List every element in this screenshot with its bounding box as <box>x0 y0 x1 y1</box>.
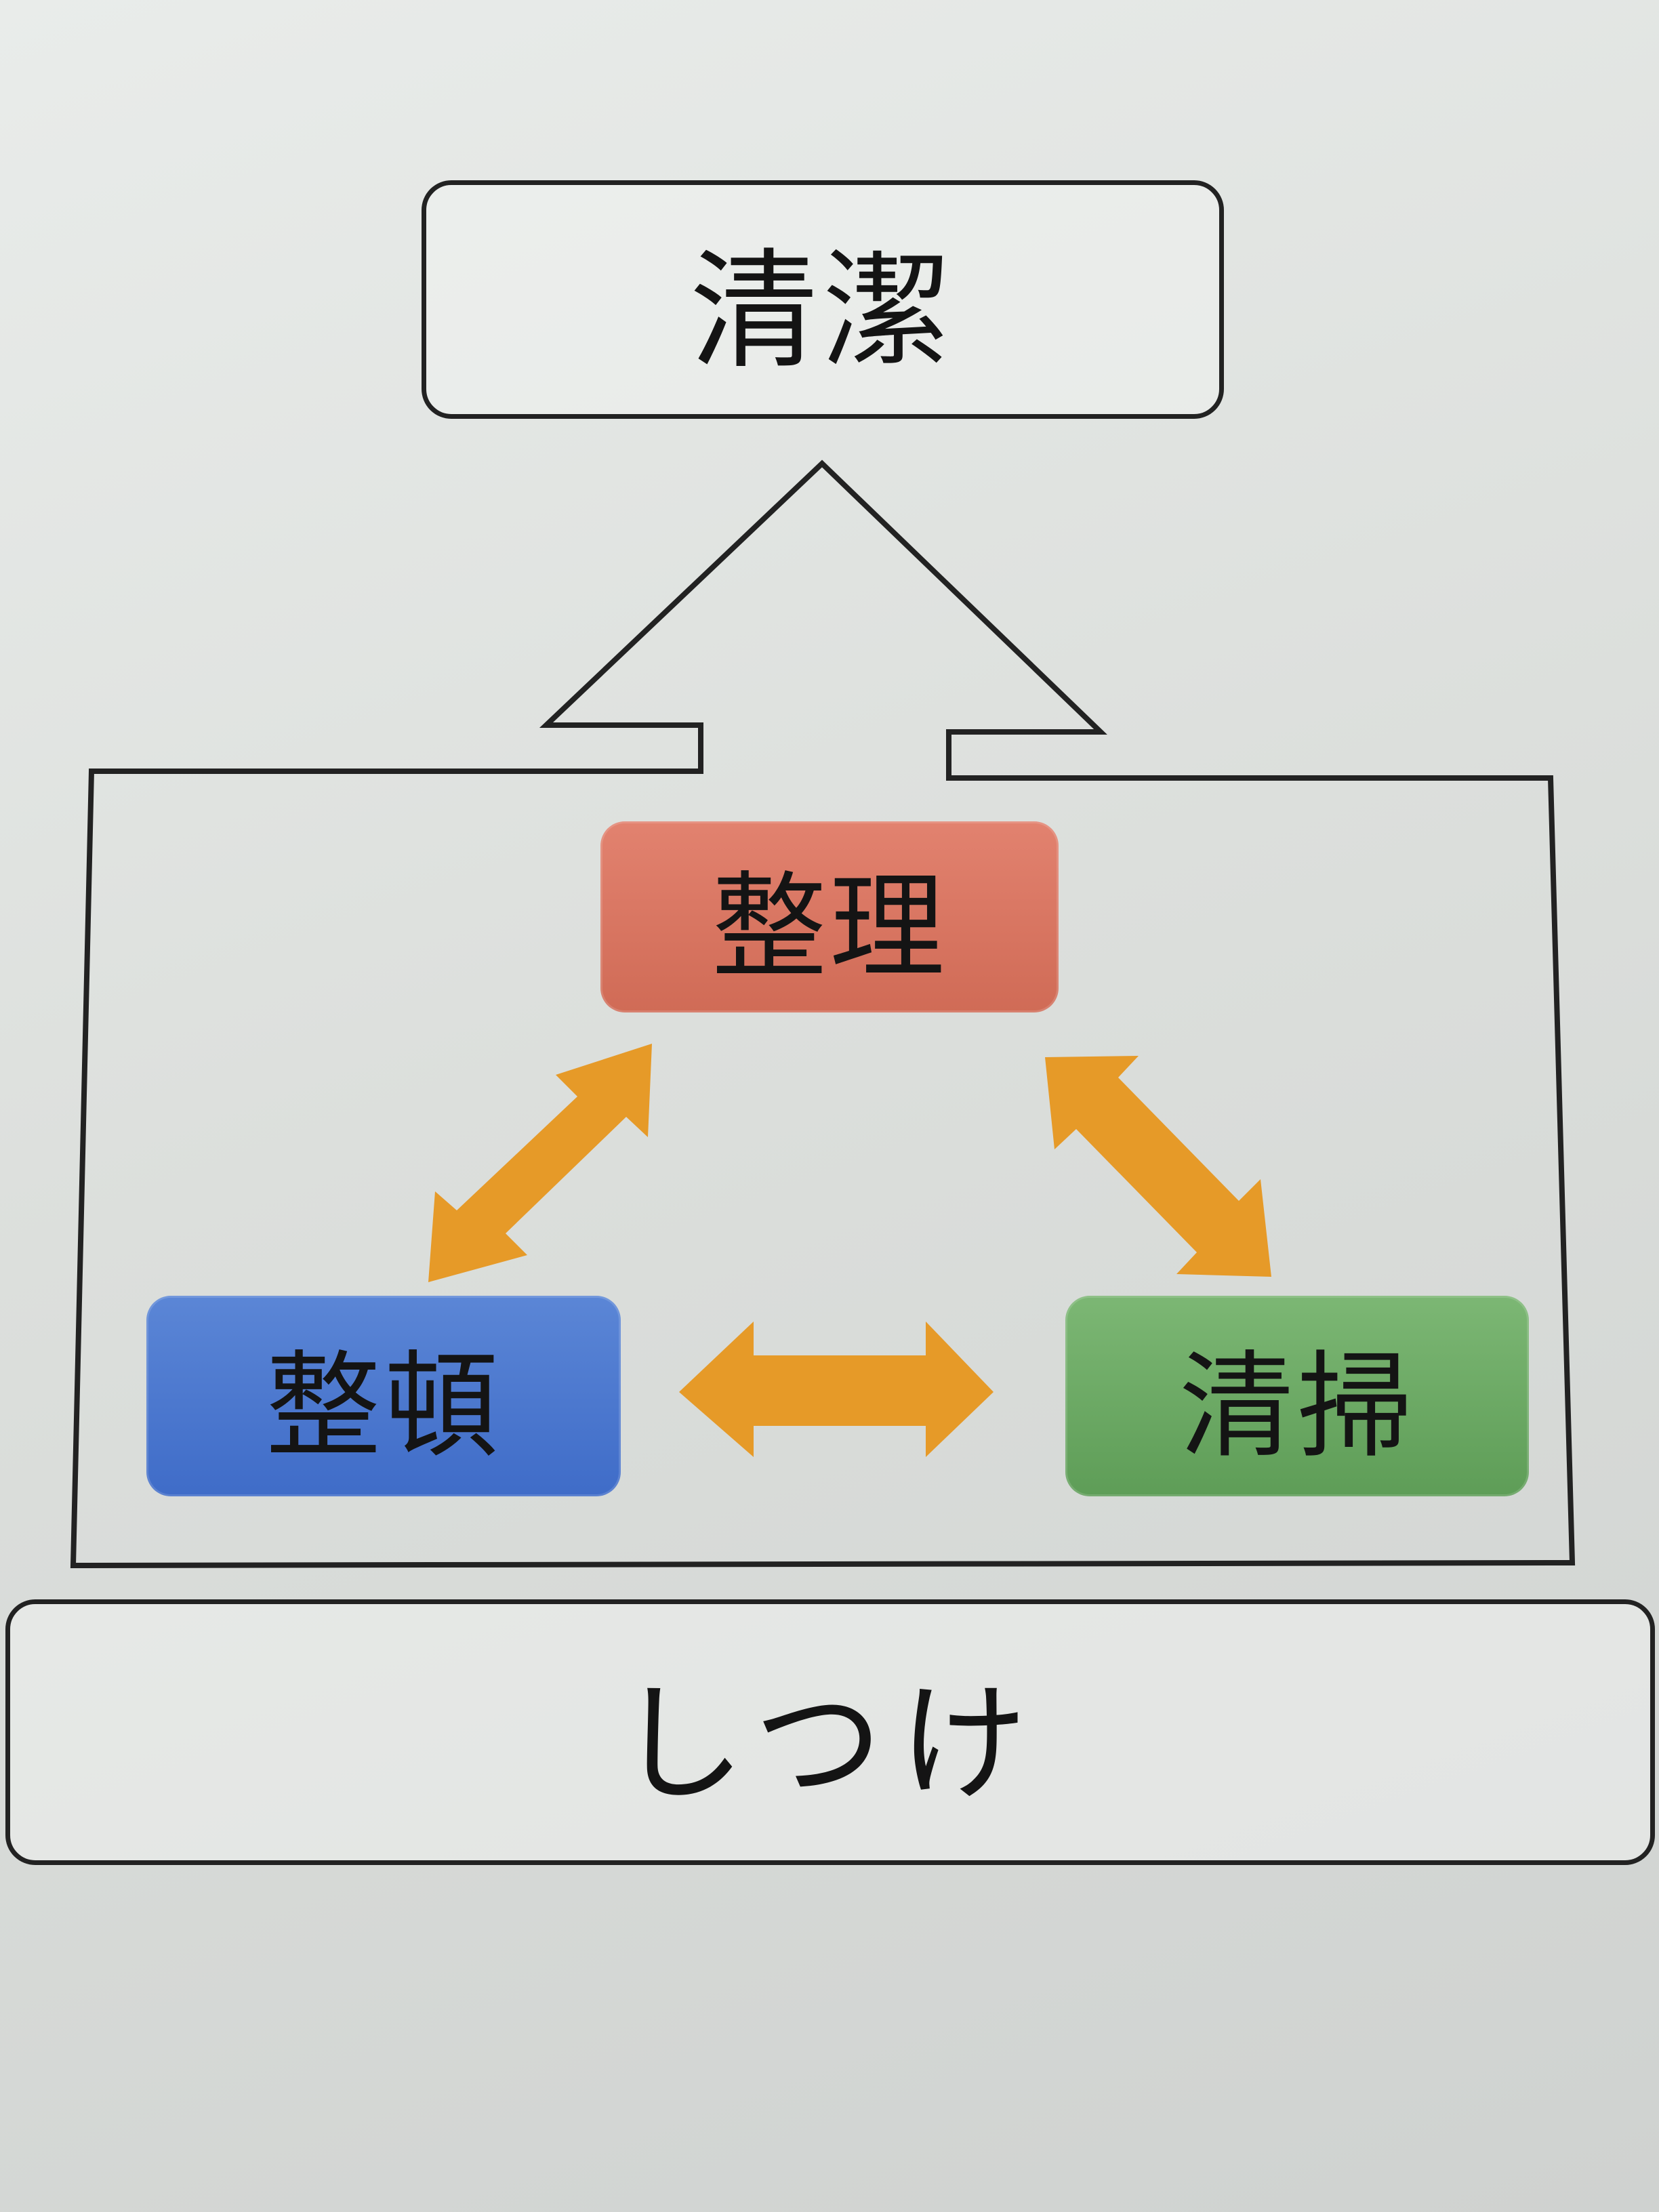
seiketsu-label: 清潔 <box>689 236 956 386</box>
seiton-box: 整頓 <box>146 1296 621 1496</box>
seiri-label: 整理 <box>711 861 947 995</box>
seiri-box: 整理 <box>600 821 1059 1012</box>
seiton-label: 整頓 <box>265 1340 501 1474</box>
seisou-label: 清掃 <box>1179 1340 1415 1474</box>
seisou-box: 清掃 <box>1065 1296 1529 1496</box>
shitsuke-label: しつけ <box>616 1668 1044 1819</box>
seiketsu-box: 清潔 <box>422 180 1224 419</box>
shitsuke-box: しつけ <box>5 1599 1655 1865</box>
arrow-seiton-seisou <box>679 1322 994 1457</box>
up-arrow-container <box>70 459 1576 1569</box>
arrow-seiri-seisou <box>1045 1056 1271 1277</box>
arrow-seiri-seiton <box>428 1044 652 1282</box>
